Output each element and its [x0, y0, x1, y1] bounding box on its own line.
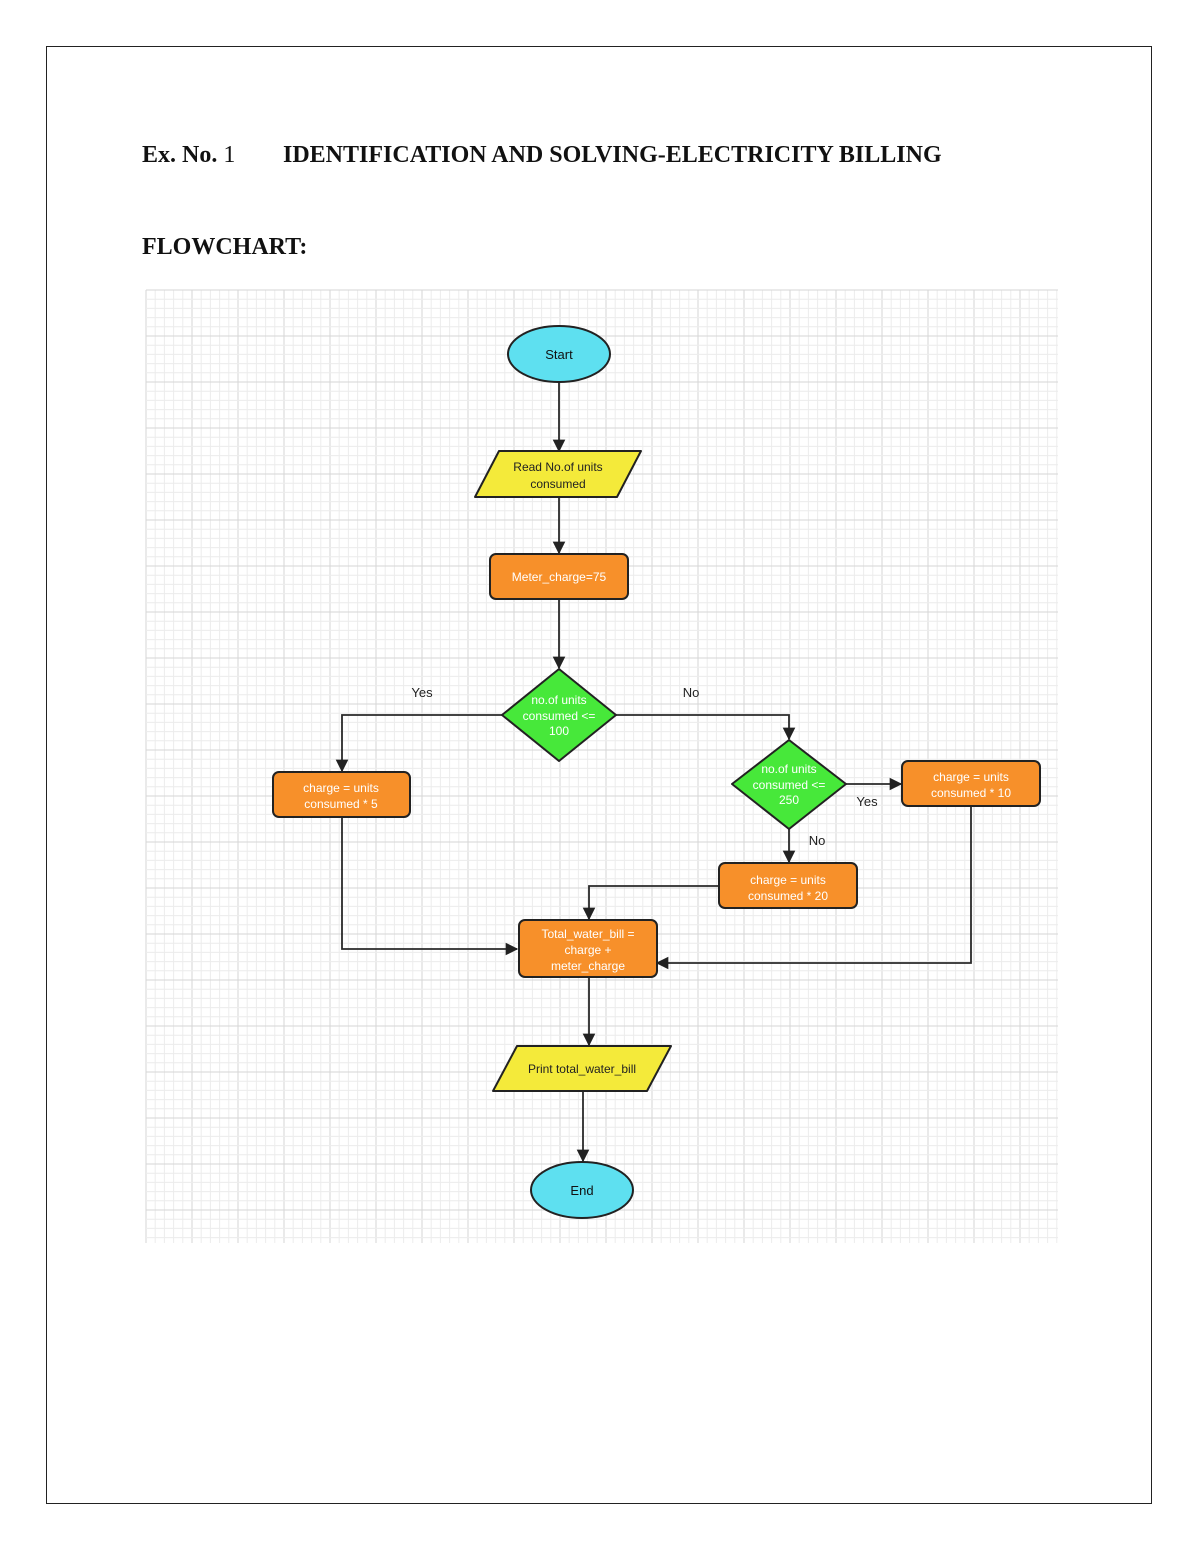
charge-20-shape	[718, 862, 858, 909]
end-terminal: End	[530, 1161, 634, 1219]
meter-charge-node: Meter_charge=75	[489, 553, 629, 600]
decision-250-shape	[731, 739, 847, 830]
total-bill-node: Total_water_bill = charge + meter_charge	[518, 919, 658, 978]
exercise-number-value: 1	[223, 142, 236, 168]
decision-250-line1: no.of units	[761, 762, 816, 776]
decision-100-line1: no.of units	[531, 693, 586, 707]
connector-decision1-no	[616, 714, 796, 741]
connectors	[335, 382, 972, 1163]
charge-5-shape	[272, 771, 411, 818]
read-input-label-line1: Read No.of units	[513, 460, 602, 474]
start-label: Start	[545, 347, 573, 362]
charge-20-line2: consumed * 20	[748, 889, 828, 903]
decision-100-shape	[501, 668, 617, 762]
charge-10-shape	[901, 760, 1041, 807]
start-shape	[507, 325, 611, 383]
exercise-number: Ex. No. 1	[142, 142, 283, 169]
connector-charge10-total	[655, 806, 972, 970]
decision-100-node: no.of units consumed <= 100	[501, 668, 617, 762]
read-input-label-line2: consumed	[530, 477, 585, 491]
read-input-shape	[474, 450, 642, 498]
connector-decision1-yes	[335, 714, 502, 773]
decision-100-line3: 100	[549, 724, 569, 738]
connector-charge20-total	[582, 885, 719, 921]
decision-100-yes-label: Yes	[411, 685, 433, 700]
print-output-label: Print total_water_bill	[528, 1062, 636, 1076]
decision-100-no-label: No	[683, 685, 700, 700]
connector-charge5-total	[341, 817, 519, 956]
read-input-node: Read No.of units consumed	[474, 450, 642, 498]
page-border	[46, 46, 1152, 1504]
charge-20-line1: charge = units	[750, 873, 826, 887]
charge-20-node: charge = units consumed * 20	[718, 862, 858, 909]
total-bill-line1: Total_water_bill =	[541, 927, 634, 941]
section-heading: FLOWCHART:	[142, 234, 308, 260]
decision-250-node: no.of units consumed <= 250	[731, 739, 847, 830]
charge-10-node: charge = units consumed * 10	[901, 760, 1041, 807]
charge-10-line1: charge = units	[933, 770, 1009, 784]
decision-250-line2: consumed <=	[753, 778, 826, 792]
decision-250-no-label: No	[809, 833, 826, 848]
end-label: End	[570, 1183, 593, 1198]
decision-100-line2: consumed <=	[523, 709, 596, 723]
total-bill-shape	[518, 919, 658, 978]
exercise-number-label: Ex. No.	[142, 142, 218, 168]
end-shape	[530, 1161, 634, 1219]
start-terminal: Start	[507, 325, 611, 383]
charge-10-line2: consumed * 10	[931, 786, 1011, 800]
print-output-node: Print total_water_bill	[492, 1045, 672, 1092]
total-bill-line3: meter_charge	[551, 959, 625, 973]
meter-charge-label: Meter_charge=75	[512, 570, 607, 584]
exercise-title: IDENTIFICATION AND SOLVING-ELECTRICITY B…	[283, 142, 942, 168]
charge-5-line1: charge = units	[303, 781, 379, 795]
decision-250-line3: 250	[779, 793, 799, 807]
total-bill-line2: charge +	[564, 943, 611, 957]
charge-5-node: charge = units consumed * 5	[272, 771, 411, 818]
decision-250-yes-label: Yes	[856, 794, 878, 809]
meter-charge-shape	[489, 553, 629, 600]
print-output-shape	[492, 1045, 672, 1092]
charge-5-line2: consumed * 5	[304, 797, 378, 811]
